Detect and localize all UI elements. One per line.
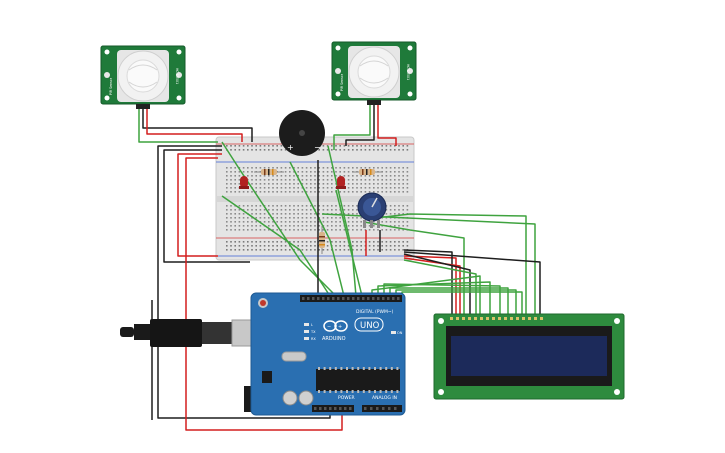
capacitor-1 bbox=[282, 390, 298, 406]
digital-label: DIGITAL (PWM~) bbox=[356, 309, 394, 315]
wire-pir-right-out bbox=[333, 105, 371, 150]
potentiometer bbox=[357, 192, 387, 228]
wire-lcd-d5 bbox=[389, 287, 509, 316]
wire-lcd-rw bbox=[403, 259, 477, 316]
pir-right-text-a: PIR Sensor bbox=[340, 73, 344, 91]
svg-text:+: + bbox=[338, 324, 342, 330]
pir-left-text-a: PIR Sensor bbox=[109, 77, 113, 95]
wire-vcc-rail-bridge bbox=[177, 153, 222, 257]
wire-pot-contrast bbox=[363, 221, 465, 316]
breadboard bbox=[215, 136, 415, 261]
buzzer-minus-label: − bbox=[314, 143, 321, 152]
resistor-left bbox=[254, 169, 284, 175]
voltage-regulator bbox=[262, 371, 272, 383]
analog-label: ANALOG IN bbox=[372, 395, 397, 401]
wire-lcd-gnd bbox=[403, 251, 541, 316]
wire-lcd-d7 bbox=[401, 291, 523, 316]
wire-lcd-vcc bbox=[403, 255, 457, 316]
atmega-chip bbox=[316, 369, 400, 391]
pir-left-text-b: HC-SR501 bbox=[175, 68, 179, 84]
wire-pir-left-vcc bbox=[146, 109, 243, 142]
buzzer-plus-label: + bbox=[287, 143, 294, 152]
wire-pot-a bbox=[375, 213, 527, 316]
digital-header bbox=[300, 295, 402, 302]
usb-plug-tip bbox=[120, 327, 134, 337]
wire-pir-right-signal bbox=[327, 145, 357, 297]
wire-pir-left-gnd bbox=[142, 109, 253, 142]
lcd-16x2 bbox=[433, 313, 625, 400]
arduino-uno: DIGITAL (PWM~) − + UNO ARDUINO L TX RX O… bbox=[120, 292, 406, 416]
wire-5v-to-arduino bbox=[185, 157, 343, 431]
wire-lcd-e bbox=[377, 281, 491, 316]
wire-lcd-d4 bbox=[383, 283, 501, 316]
capacitor-2 bbox=[298, 390, 314, 406]
usb-connector-body bbox=[150, 319, 202, 347]
arduino-maker: ARDUINO bbox=[322, 336, 346, 342]
resistor-vertical bbox=[319, 226, 325, 254]
wire-lcd-a bbox=[403, 257, 461, 316]
wire-pir-left-out bbox=[138, 109, 218, 143]
led-tx-label: TX bbox=[310, 330, 316, 334]
wire-lcd-vss bbox=[403, 249, 453, 316]
buzzer: + − bbox=[279, 110, 325, 156]
pir-right-text-b: HC-SR501 bbox=[406, 64, 410, 80]
wire-lcd-k bbox=[403, 253, 471, 316]
wire-gnd-rail-bridge bbox=[163, 149, 250, 263]
led-left bbox=[239, 176, 249, 189]
pir-sensor-right: PIR Sensor HC-SR501 bbox=[331, 41, 417, 105]
wire-buzzer-signal bbox=[289, 161, 345, 297]
usb-cable bbox=[134, 324, 150, 340]
led-rx-label: RX bbox=[311, 337, 316, 341]
wire-led-left-signal bbox=[221, 195, 331, 297]
power-label: POWER bbox=[338, 395, 355, 401]
resistor-right bbox=[352, 169, 382, 175]
power-header bbox=[312, 405, 354, 412]
wire-pir-right-gnd bbox=[345, 105, 375, 146]
wire-pot-wiper bbox=[321, 213, 536, 316]
led-right bbox=[336, 176, 346, 189]
uno-logo-text: UNO bbox=[360, 321, 380, 331]
pir-sensor-left: PIR Sensor HC-SR501 bbox=[100, 45, 186, 109]
wire-led-right-signal bbox=[335, 189, 363, 297]
lcd-screen bbox=[451, 336, 607, 376]
led-on-label: ON bbox=[397, 331, 403, 335]
arduino-logo: − + bbox=[323, 320, 348, 332]
svg-text:−: − bbox=[327, 324, 331, 330]
led-l-label: L bbox=[311, 323, 313, 327]
crystal bbox=[281, 351, 307, 362]
usb-connector-shell bbox=[202, 322, 232, 344]
wire-pir-right-vcc bbox=[377, 105, 397, 146]
